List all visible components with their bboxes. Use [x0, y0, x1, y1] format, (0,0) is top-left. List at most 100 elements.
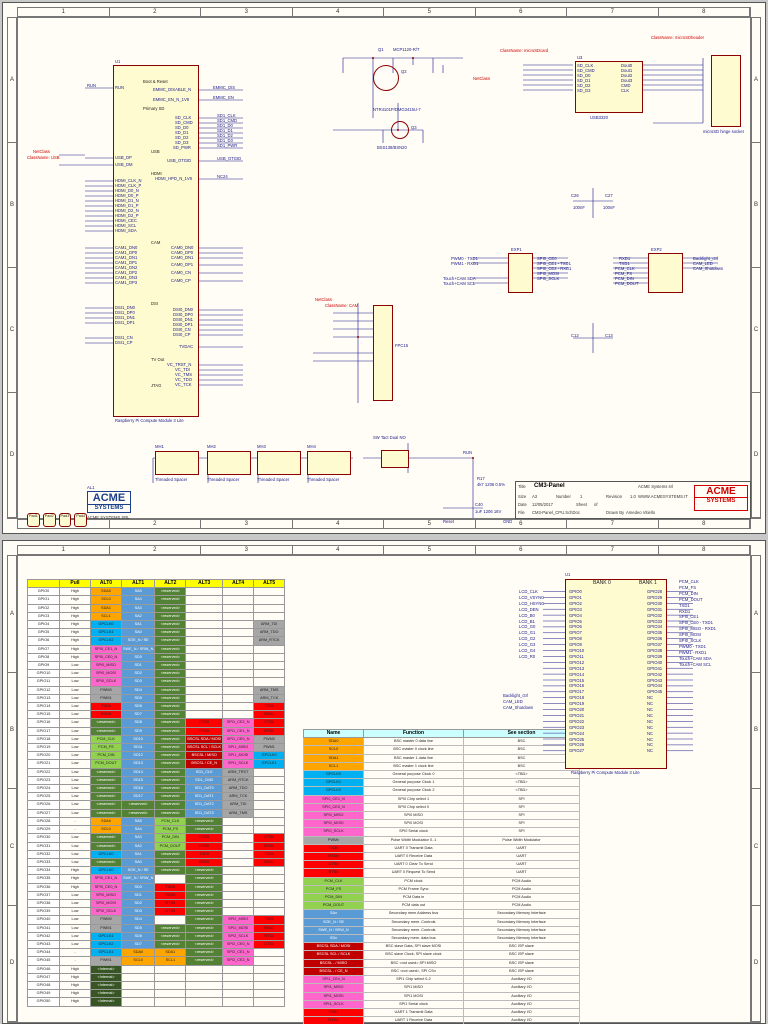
- net-label: CAM_LED: [693, 261, 713, 266]
- part-ref: C26: [571, 193, 579, 198]
- netclass-label: ClassName: microSDcard: [500, 48, 549, 53]
- gpio-bank-symbol: [565, 579, 667, 769]
- table-cell: SA1: [120, 620, 156, 630]
- table-cell: GPCLK0: [253, 751, 286, 761]
- table-cell: <reserved>: [154, 595, 187, 605]
- table-cell: SD2: [120, 898, 156, 909]
- table-cell: SCL1: [154, 956, 187, 966]
- acme-logo-title: ACME SYSTEMS: [694, 485, 748, 511]
- logo-tagline: ACME SYSTEMS SRL: [87, 515, 130, 520]
- size-label: Size: [518, 494, 527, 499]
- pin-label: NC: [647, 695, 654, 701]
- table-cell: <reserved>: [154, 792, 187, 802]
- table-cell: CTS0: [154, 907, 187, 917]
- table-cell: BSC ISP slave: [463, 942, 580, 952]
- part-ref: R17: [477, 476, 485, 481]
- table-cell: SD0: [120, 652, 156, 663]
- pin-label: RXD1: [679, 608, 691, 614]
- pin-name: USB_OTGID: [167, 158, 192, 163]
- table-cell: CTS1: [253, 833, 286, 843]
- module-part-name: Raspberry Pi Compute Module 3 Lite: [115, 418, 184, 423]
- pin-label: GPIO24: [569, 730, 585, 736]
- table-cell: SD7: [120, 710, 156, 720]
- row-label: D: [8, 393, 16, 518]
- pin-name: CAM1_DN3: [115, 275, 138, 280]
- pin-label: SPI0_SCLK: [679, 638, 702, 643]
- row-ruler-right: A B C D: [751, 17, 761, 519]
- pin-label: TXD1: [679, 602, 690, 608]
- table-cell: SOE_N / SE: [120, 866, 156, 876]
- table-cell: SD4: [120, 685, 156, 695]
- standoff-symbol: [207, 451, 251, 475]
- pin-label: NC: [647, 718, 654, 724]
- row-label: B: [8, 673, 16, 789]
- pin-name: HDMI_D1_N: [115, 198, 139, 203]
- net-label: PWM1 - RXD1: [451, 261, 479, 266]
- table-cell: SD4: [120, 915, 156, 925]
- part-value: 100nF: [573, 205, 585, 210]
- pin-name: SD_CMD: [175, 120, 193, 125]
- netclass-label: ClassName: CAM: [325, 303, 359, 308]
- date-value: 12/05/2017: [532, 502, 553, 507]
- table-cell: SD1: [120, 661, 156, 671]
- netclass-label: ClassName: microSDheader: [651, 35, 705, 40]
- pin-name: DSI1_DP1: [115, 320, 135, 325]
- part-ref: C13: [605, 333, 613, 338]
- pin-name: Dout2: [621, 73, 633, 78]
- table-cell: SA5: [120, 587, 156, 597]
- pin-label: GPIO33: [647, 618, 663, 624]
- pin-label: LCD_B1: [519, 618, 535, 624]
- table-cell: SA1: [120, 849, 156, 859]
- table-cell: GPCLK1: [253, 759, 286, 769]
- column-label: 7: [567, 546, 659, 554]
- table-cell: Auxiliary I/O: [463, 983, 580, 993]
- column-label: 3: [201, 520, 293, 528]
- pin-label: GPIO13: [569, 665, 585, 671]
- table-cell: ARM_TDI: [253, 620, 286, 630]
- bank0-label: BANK 0: [593, 580, 611, 586]
- table-cell: BSC ISP slave: [463, 966, 580, 977]
- table-cell: SPI: [463, 794, 580, 804]
- net-label: SD1_D2: [217, 133, 233, 138]
- row-label: B: [752, 673, 760, 789]
- table-cell: <TBD>: [463, 786, 580, 796]
- table-cell: SD7: [120, 939, 156, 950]
- table-cell: <reserved>: [154, 775, 187, 786]
- table-cell: SA4: [120, 825, 156, 835]
- pin-label: NC: [647, 724, 654, 730]
- table-cell: CTS1: [253, 939, 286, 950]
- pin-label: SPI0_CE0 - TXD1: [679, 620, 713, 626]
- row-label: B: [8, 143, 16, 268]
- mosfet-q2-symbol: [373, 65, 399, 91]
- module-part-name: Raspberry Pi Compute Module 3 Lite: [571, 770, 640, 775]
- table-cell: <reserved>: [154, 628, 187, 638]
- pin-name: SD_D1: [577, 78, 591, 83]
- part-value: Threaded Spacer: [307, 477, 340, 482]
- compute-module-symbol: [113, 65, 199, 417]
- table-cell: SD17: [120, 792, 156, 802]
- pin-label: LCD_DEN: [519, 606, 539, 612]
- pin-label: GPIO5: [569, 618, 582, 624]
- pin-name: SD_D2: [175, 135, 189, 140]
- table-cell: SA4: [120, 595, 156, 605]
- pin-name: DSI1_DN1: [115, 315, 136, 320]
- table-cell: SD2: [120, 669, 156, 679]
- table-cell: SD3: [120, 907, 156, 917]
- pin-label: PCM_DIN: [679, 590, 698, 596]
- table-cell: SD15: [120, 775, 156, 786]
- pin-label: PWM1 - RXD1: [679, 649, 707, 655]
- table-cell: CTS1: [253, 718, 286, 728]
